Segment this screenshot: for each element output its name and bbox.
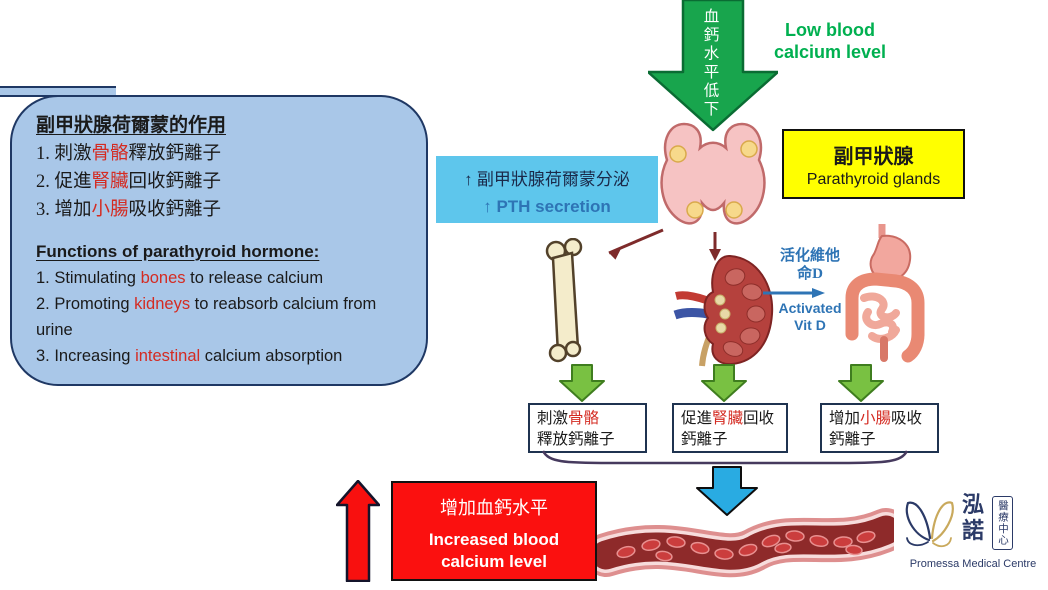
effect-text: 增加 [829, 410, 861, 427]
organ-highlight: 骨骼 [91, 144, 129, 164]
effect-line1: 促進腎臟回收 [681, 408, 779, 429]
low-calcium-caption-line2: calcium level [773, 42, 887, 62]
organ-highlight: 小腸 [91, 200, 129, 220]
increase-arrow-icon [336, 480, 380, 582]
effect-text: 吸收 [891, 410, 923, 427]
result-en-line2: calcium level [441, 552, 547, 571]
low-calcium-arrow-label: 血鈣水平低下 [701, 8, 719, 119]
to-blood-arrow-icon [696, 466, 758, 516]
functions-title-zh: 副甲狀腺荷爾蒙的作用 [36, 115, 227, 136]
red-blood-cells [616, 530, 876, 562]
vitd-zh-line2: 命D [797, 266, 823, 282]
kidney-effect-box: 促進腎臟回收 鈣離子 [672, 403, 788, 453]
function-item-en: 2. Promoting kidneys to reabsorb calcium… [36, 291, 402, 343]
organ-highlight: kidneys [134, 295, 191, 313]
organ-highlight: 骨骼 [568, 410, 600, 427]
low-calcium-caption-line1: Low blood [785, 20, 875, 40]
parathyroid-gland-dot [725, 201, 743, 219]
result-box: 增加血鈣水平 Increased blood calcium level [391, 481, 597, 581]
item-text: 1. Stimulating [36, 269, 141, 287]
parathyroid-gland-dot [669, 145, 687, 163]
function-item-en: 1. Stimulating bones to release calcium [36, 265, 402, 291]
item-text: calcium absorption [200, 347, 343, 365]
vitd-caption-en: Activated Vit D [760, 300, 860, 334]
result-zh: 增加血鈣水平 [440, 498, 548, 518]
function-item-zh: 1. 刺激骨骼釋放鈣離子 [36, 140, 402, 168]
organ-highlight: bones [140, 269, 186, 287]
item-text: 回收鈣離子 [128, 172, 222, 192]
function-item-zh: 3. 增加小腸吸收鈣離子 [36, 196, 402, 224]
effect-line2: 鈣離子 [681, 431, 728, 448]
blood-vessel-illustration [596, 508, 894, 578]
bone-effect-box: 刺激骨骼 釋放鈣離子 [528, 403, 647, 453]
item-text: to reabsorb calcium from urine [36, 295, 377, 339]
effect-text: 刺激 [537, 410, 569, 427]
effect-line1: 增加小腸吸收 [829, 408, 930, 429]
organ-highlight: 小腸 [860, 410, 892, 427]
logo-name-zh: 泓諾 [961, 492, 984, 543]
parathyroid-label-box: 副甲狀腺 Parathyroid glands [782, 129, 965, 199]
effect-line2: 釋放鈣離子 [537, 431, 615, 448]
vitd-arrow-icon [763, 288, 825, 298]
function-item-en: 3. Increasing intestinal calcium absorpt… [36, 343, 402, 369]
effect-line1: 刺激骨骼 [537, 408, 638, 429]
logo-stamp: 醫療中心 [992, 496, 1013, 550]
thyroid-gland-shape [660, 122, 766, 225]
renal-vein [673, 308, 709, 320]
item-text: to release calcium [185, 269, 324, 287]
butterfly-logo-icon [905, 501, 954, 548]
item-text: 1. 刺激 [36, 144, 92, 164]
intestine-illustration [845, 224, 925, 363]
kidney-illustration [673, 254, 774, 367]
parathyroid-label-en: Parathyroid glands [806, 171, 941, 188]
item-text: 2. Promoting [36, 295, 135, 313]
low-calcium-arrow-icon [648, 0, 778, 132]
function-item-zh: 2. 促進腎臟回收鈣離子 [36, 168, 402, 196]
hormone-flow-arrows-icon [608, 228, 721, 261]
organ-highlight: 腎臟 [91, 172, 129, 192]
item-text: 吸收鈣離子 [128, 200, 222, 220]
functions-title-en: Functions of parathyroid hormone: [36, 242, 320, 261]
bone-effect-arrow-icon [559, 364, 605, 402]
effect-text: 促進 [681, 410, 713, 427]
pth-secretion-en: ↑ PTH secretion [483, 197, 611, 216]
effect-text: 回收 [743, 410, 775, 427]
result-en-line1: Increased blood [428, 530, 560, 549]
item-text: 3. 增加 [36, 200, 92, 220]
vitd-en-line1: Activated [778, 300, 842, 316]
effect-line2: 鈣離子 [829, 431, 876, 448]
intestine-effect-arrow-icon [838, 364, 884, 402]
bone-illustration [545, 238, 583, 363]
low-calcium-caption: Low blood calcium level [764, 19, 896, 63]
item-text: 3. Increasing [36, 347, 136, 365]
bracket-connector [541, 450, 909, 465]
parathyroid-gland-dot [740, 140, 758, 158]
item-text: 釋放鈣離子 [128, 144, 222, 164]
organ-highlight: 腎臟 [712, 410, 744, 427]
result-en: Increased blood calcium level [393, 529, 595, 573]
thyroid-illustration [660, 122, 766, 225]
renal-artery [675, 291, 708, 304]
organ-highlight: intestinal [135, 347, 201, 365]
parathyroid-label-zh: 副甲狀腺 [833, 146, 914, 168]
kidney-effect-arrow-icon [701, 364, 747, 402]
promessa-logo: 泓諾 醫療中心 Promessa Medical Centre [898, 492, 1048, 584]
parathyroid-gland-dot [686, 201, 704, 219]
intestine-effect-box: 增加小腸吸收 鈣離子 [820, 403, 939, 453]
item-text: 2. 促進 [36, 172, 92, 192]
logo-name-en: Promessa Medical Centre [909, 558, 1037, 570]
vitd-caption-zh: 活化維他 命D [760, 247, 860, 283]
vitd-en-line2: Vit D [794, 317, 826, 333]
vitd-zh-line1: 活化維他 [779, 248, 840, 264]
pth-secretion-zh: ↑ 副甲狀腺荷爾蒙分泌 [464, 170, 630, 189]
pth-secretion-box: ↑ 副甲狀腺荷爾蒙分泌 ↑ PTH secretion [436, 156, 658, 223]
functions-panel: 副甲狀腺荷爾蒙的作用 1. 刺激骨骼釋放鈣離子 2. 促進腎臟回收鈣離子 3. … [10, 95, 428, 386]
